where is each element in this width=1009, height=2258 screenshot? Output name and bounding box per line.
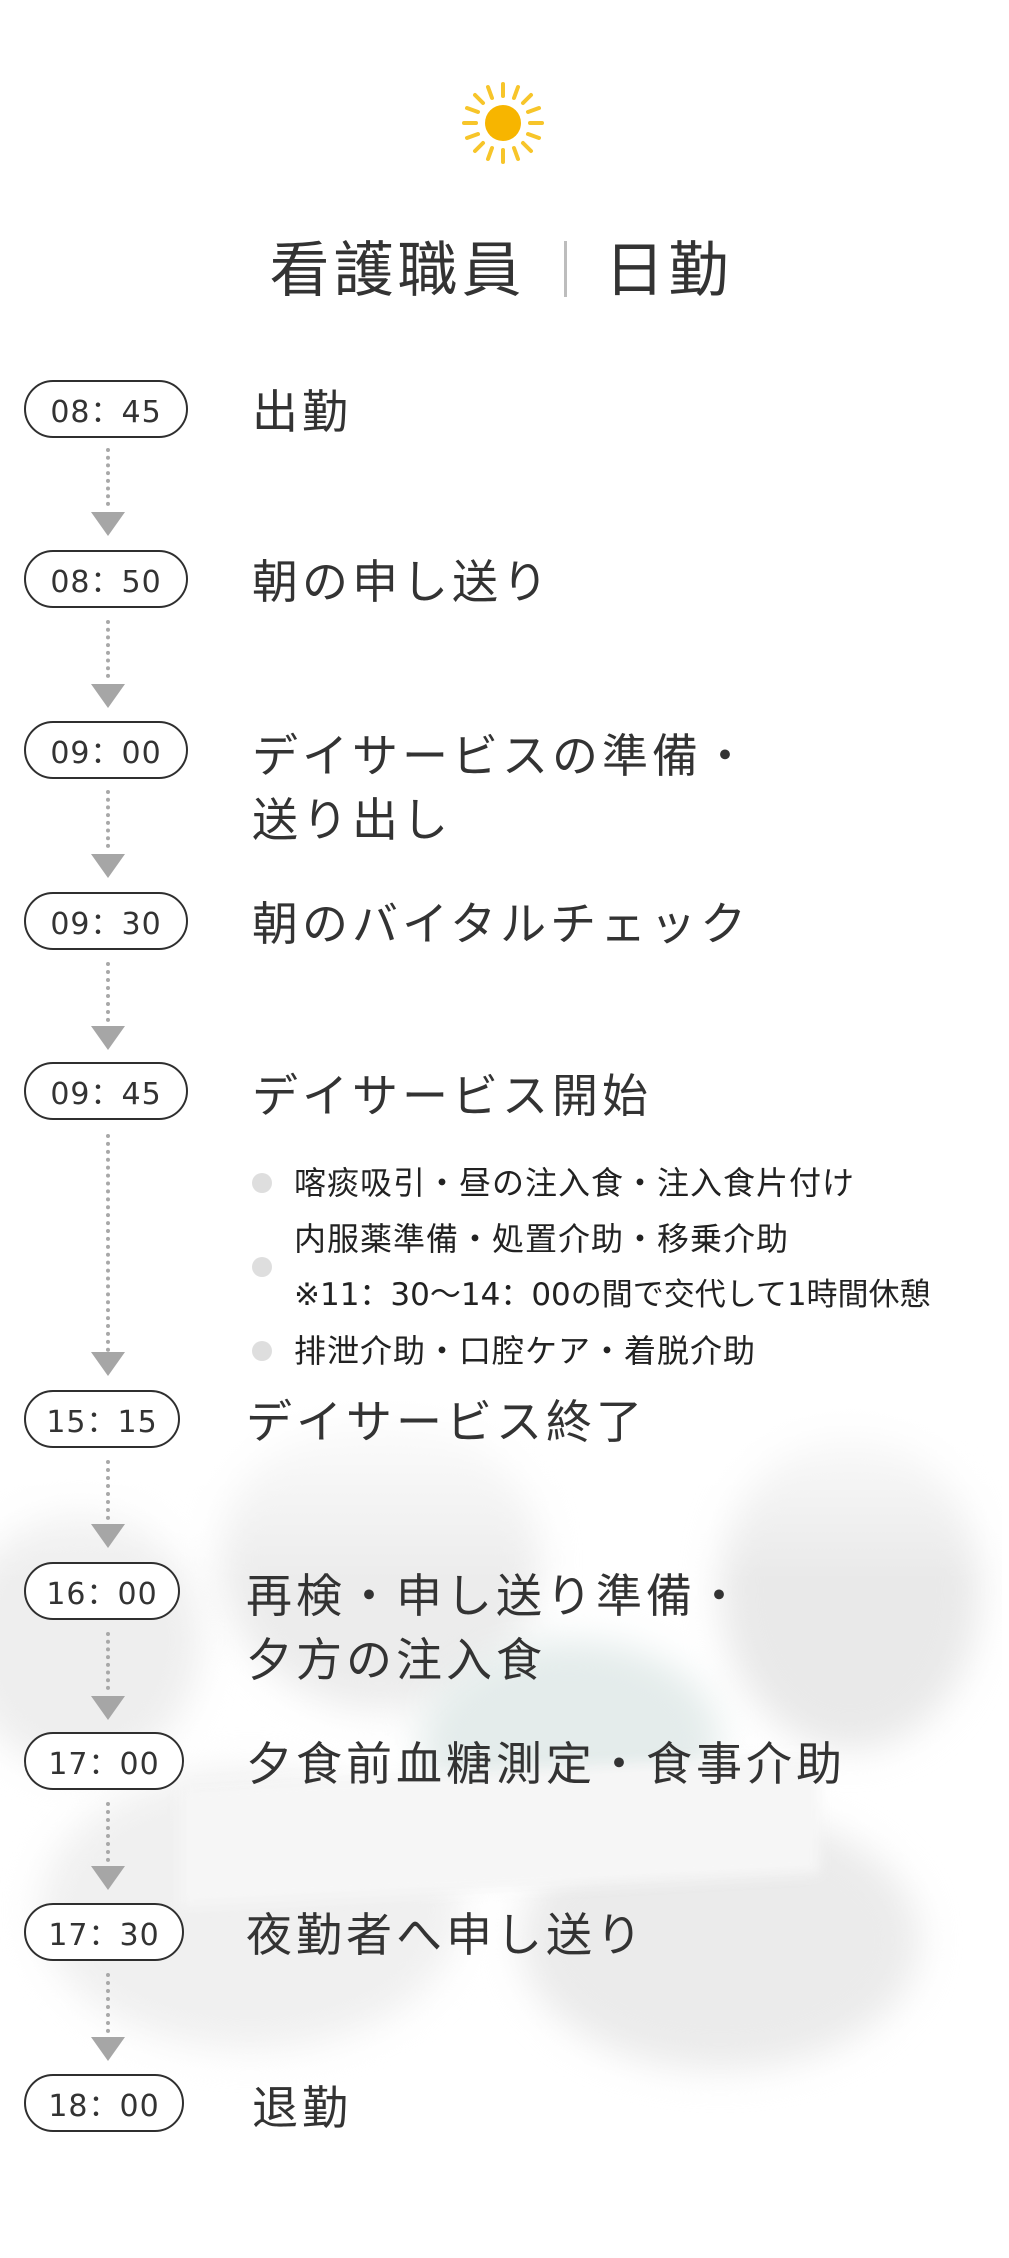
connector-dots [106,1632,110,1690]
detail-note: ※11：30〜14：00の間で交代して1時間休憩 [294,1267,970,1323]
connector-dots [106,962,110,1022]
detail-text: 排泄介助・口腔ケア・着脱介助 [294,1323,970,1379]
time-badge: 16：00 [24,1562,180,1620]
down-arrow-icon [91,1866,125,1890]
time-badge: 17：30 [24,1903,184,1961]
task-label: 夜勤者へ申し送り [246,1903,646,1967]
bullet-dot [252,1257,272,1277]
time-badge: 08：50 [24,550,188,608]
task-label-line: 送り出し [252,788,752,852]
connector-dots [106,448,110,506]
detail-text: 喀痰吸引・昼の注入食・注入食片付け [294,1155,970,1211]
task-label: 夕食前血糖測定・食事介助 [246,1732,846,1796]
task-label: デイサービスの準備・ 送り出し [252,724,752,852]
task-label: デイサービス終了 [246,1390,646,1454]
down-arrow-icon [91,684,125,708]
task-label: デイサービス開始 [252,1064,652,1128]
task-label: 再検・申し送り準備・ 夕方の注入食 [246,1564,746,1692]
time-badge: 09：30 [24,892,188,950]
time-badge: 09：00 [24,721,188,779]
down-arrow-icon [91,1696,125,1720]
list-item: 排泄介助・口腔ケア・着脱介助 [250,1323,970,1379]
detail-text: 内服薬準備・処置介助・移乗介助 [294,1211,970,1267]
task-label: 退勤 [252,2076,352,2140]
time-badge: 17：00 [24,1732,184,1790]
list-item: 内服薬準備・処置介助・移乗介助 ※11：30〜14：00の間で交代して1時間休憩 [250,1211,970,1323]
time-badge: 09：45 [24,1062,188,1120]
connector-dots [106,620,110,678]
down-arrow-icon [91,1524,125,1548]
task-label: 朝のバイタルチェック [252,892,750,956]
task-label-line: 再検・申し送り準備・ [246,1564,746,1628]
bullet-dot [252,1341,272,1361]
task-label-line: 夕方の注入食 [246,1628,746,1692]
down-arrow-icon [91,512,125,536]
connector-dots [106,1460,110,1520]
task-label-line: デイサービスの準備・ [252,724,752,788]
bullet-dot [252,1173,272,1193]
time-badge: 15：15 [24,1390,180,1448]
connector-dots [106,1134,110,1352]
connector-dots [106,1802,110,1862]
down-arrow-icon [91,1352,125,1376]
connector-dots [106,790,110,848]
time-badge: 08：45 [24,380,188,438]
task-label: 出勤 [252,380,352,444]
task-label: 朝の申し送り [252,550,552,614]
time-badge: 18：00 [24,2074,184,2132]
day-service-details: 喀痰吸引・昼の注入食・注入食片付け 内服薬準備・処置介助・移乗介助 ※11：30… [250,1155,970,1379]
connector-dots [106,1973,110,2033]
down-arrow-icon [91,1026,125,1050]
down-arrow-icon [91,2037,125,2061]
list-item: 喀痰吸引・昼の注入食・注入食片付け [250,1155,970,1211]
down-arrow-icon [91,854,125,878]
